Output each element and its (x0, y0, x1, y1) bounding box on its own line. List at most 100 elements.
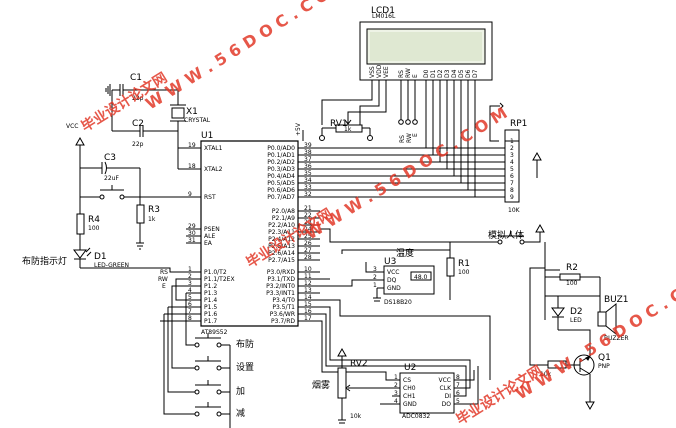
mcu-pin-name-21: P2.0/A8 (272, 208, 295, 215)
u3-pin-num-3: 3 (373, 266, 377, 273)
button-label-minus: 减 (236, 407, 245, 419)
mcu-pin-name-17: P3.7/RD (271, 318, 295, 325)
button-bank (160, 279, 230, 428)
lcd-part: LM016L (372, 13, 396, 20)
mcu-pin-name-3: P1.2 (204, 283, 217, 290)
d2-ref: D2 (570, 307, 583, 317)
lcd-pin-vee: VEE (383, 66, 390, 78)
mcu-pin-num-24: 24 (304, 226, 312, 233)
r3-ref: R3 (148, 205, 160, 215)
lcd-e-term: E (412, 133, 419, 137)
mcu-pin-name-28: P2.7/A15 (268, 257, 295, 264)
mcu-pin-name-26: P2.5/A13 (268, 243, 295, 250)
rp1-pin-9: 9 (510, 194, 514, 201)
mcu-pin-num-29: 29 (188, 223, 196, 230)
rv1-ref: RV1 (330, 119, 348, 129)
button-label-plus: 加 (236, 386, 245, 397)
rs-label: RS (160, 269, 168, 276)
rv2-label: 烟雾 (312, 379, 330, 391)
mcu-pin-name-9: RST (204, 194, 216, 201)
u3-label: 温度 (396, 247, 414, 259)
mcu-pin-num-17: 17 (304, 315, 312, 322)
mcu-pin-num-37: 37 (304, 156, 312, 163)
mcu-pin-name-2: P1.1/T2EX (204, 276, 235, 283)
mcu-pin-num-9: 9 (188, 191, 192, 198)
mcu-pin-num-36: 36 (304, 163, 312, 170)
lcd-pin-d6: D6 (465, 69, 472, 78)
mcu-pin-name-25: P2.4/A12 (268, 236, 295, 243)
mcu-pin-num-15: 15 (304, 301, 312, 308)
mcu-pin-name-4: P1.3 (204, 290, 217, 297)
button-label-set: 设置 (236, 362, 254, 373)
adc-pin-name-8: VCC (439, 377, 451, 384)
mcu-pin-num-32: 32 (304, 191, 312, 198)
mcu-pin-name-27: P2.6/A14 (268, 250, 295, 257)
rp1-value: 10K (508, 207, 521, 214)
mcu-left-pin-labels: XTAL119XTAL218RST9PSEN29ALE30EA31P1.0/T2… (188, 142, 235, 325)
mcu-pin-num-39: 39 (304, 142, 312, 149)
mcu-left-pin-stubs (150, 148, 201, 321)
buz-ref: BUZ1 (604, 295, 629, 305)
rw-label: RW (158, 276, 168, 283)
u3-pin-name-3: VCC (387, 269, 399, 276)
rp1-pin-1: 1 (510, 138, 514, 145)
mcu-pin-num-3: 3 (188, 280, 192, 287)
mcu-pin-num-34: 34 (304, 177, 312, 184)
mcu-pin-name-18: XTAL2 (204, 166, 223, 173)
rp1-pin-8: 8 (510, 187, 514, 194)
lcd-pin-rw: RW (405, 68, 412, 78)
mcu-pin-name-8: P1.7 (204, 318, 217, 325)
pir-input (320, 153, 544, 380)
mcu-pin-num-2: 2 (188, 273, 192, 280)
mcu-pin-name-34: P0.5/AD5 (267, 180, 295, 187)
mcu-pin-num-1: 1 (188, 266, 192, 273)
q1-ref: Q1 (598, 353, 611, 363)
lcd-pin-d7: D7 (472, 69, 479, 78)
lcd-pin-e: E (412, 74, 419, 78)
r1-value: 100 (458, 269, 470, 276)
mcu-pin-name-22: P2.1/A9 (272, 215, 295, 222)
lcd-pin-vdd: VDD (376, 64, 383, 78)
mcu-pin-num-22: 22 (304, 212, 312, 219)
lcd-pin-vss: VSS (369, 66, 376, 78)
mcu-pin-num-7: 7 (188, 308, 192, 315)
r4-value: 100 (88, 225, 100, 232)
watermark-url-1: W W W . 5 6 D O C . C O M (142, 0, 351, 113)
d2-part: LED (570, 317, 582, 324)
mcu-pin-name-24: P2.3/A11 (268, 229, 295, 236)
plus5v-label: +5V (295, 122, 302, 136)
c2-value: 22p (132, 141, 144, 148)
mcu-pin-name-16: P3.6/WR (270, 311, 295, 318)
mcu-pin-name-23: P2.2/A10 (268, 222, 295, 229)
rp1-pin-2: 2 (510, 145, 514, 152)
u3-pin-num-1: 1 (373, 282, 377, 289)
adc-pin-num-1: 1 (394, 374, 398, 381)
adc-pin-num-2: 2 (394, 382, 398, 389)
mcu-pin-name-35: P0.4/AD4 (267, 173, 295, 180)
mcu-pin-name-14: P3.4/T0 (272, 297, 295, 304)
e-label: E (162, 283, 166, 290)
watermark-url-3: W W W . 5 6 D O C . C O M (512, 263, 676, 403)
u3-pin-num-2: 2 (373, 274, 377, 281)
rq-value: 10k (540, 371, 552, 378)
rp1-pin-4: 4 (510, 159, 514, 166)
rp1-pin-3: 3 (510, 152, 514, 159)
mcu-pin-name-29: PSEN (204, 226, 220, 233)
mcu-pin-num-5: 5 (188, 294, 192, 301)
u3-part: DS18B20 (384, 299, 412, 306)
adc-pin-num-5: 5 (456, 398, 460, 405)
mcu-ref: U1 (201, 131, 213, 141)
c2-ref: C2 (132, 119, 144, 129)
mcu-pin-num-4: 4 (188, 287, 192, 294)
d1-ref: D1 (94, 252, 107, 262)
mcu-pin-num-27: 27 (304, 247, 312, 254)
d1-part: LED-GREEN (94, 262, 129, 269)
rv1-value: 1k (344, 126, 352, 133)
u3-readout: 48.0 (414, 274, 428, 281)
rp1-pin-5: 5 (510, 166, 514, 173)
u3-ref: U3 (384, 257, 396, 267)
mcu-pin-name-38: P0.1/AD1 (267, 152, 295, 159)
mcu-pin-num-33: 33 (304, 184, 312, 191)
